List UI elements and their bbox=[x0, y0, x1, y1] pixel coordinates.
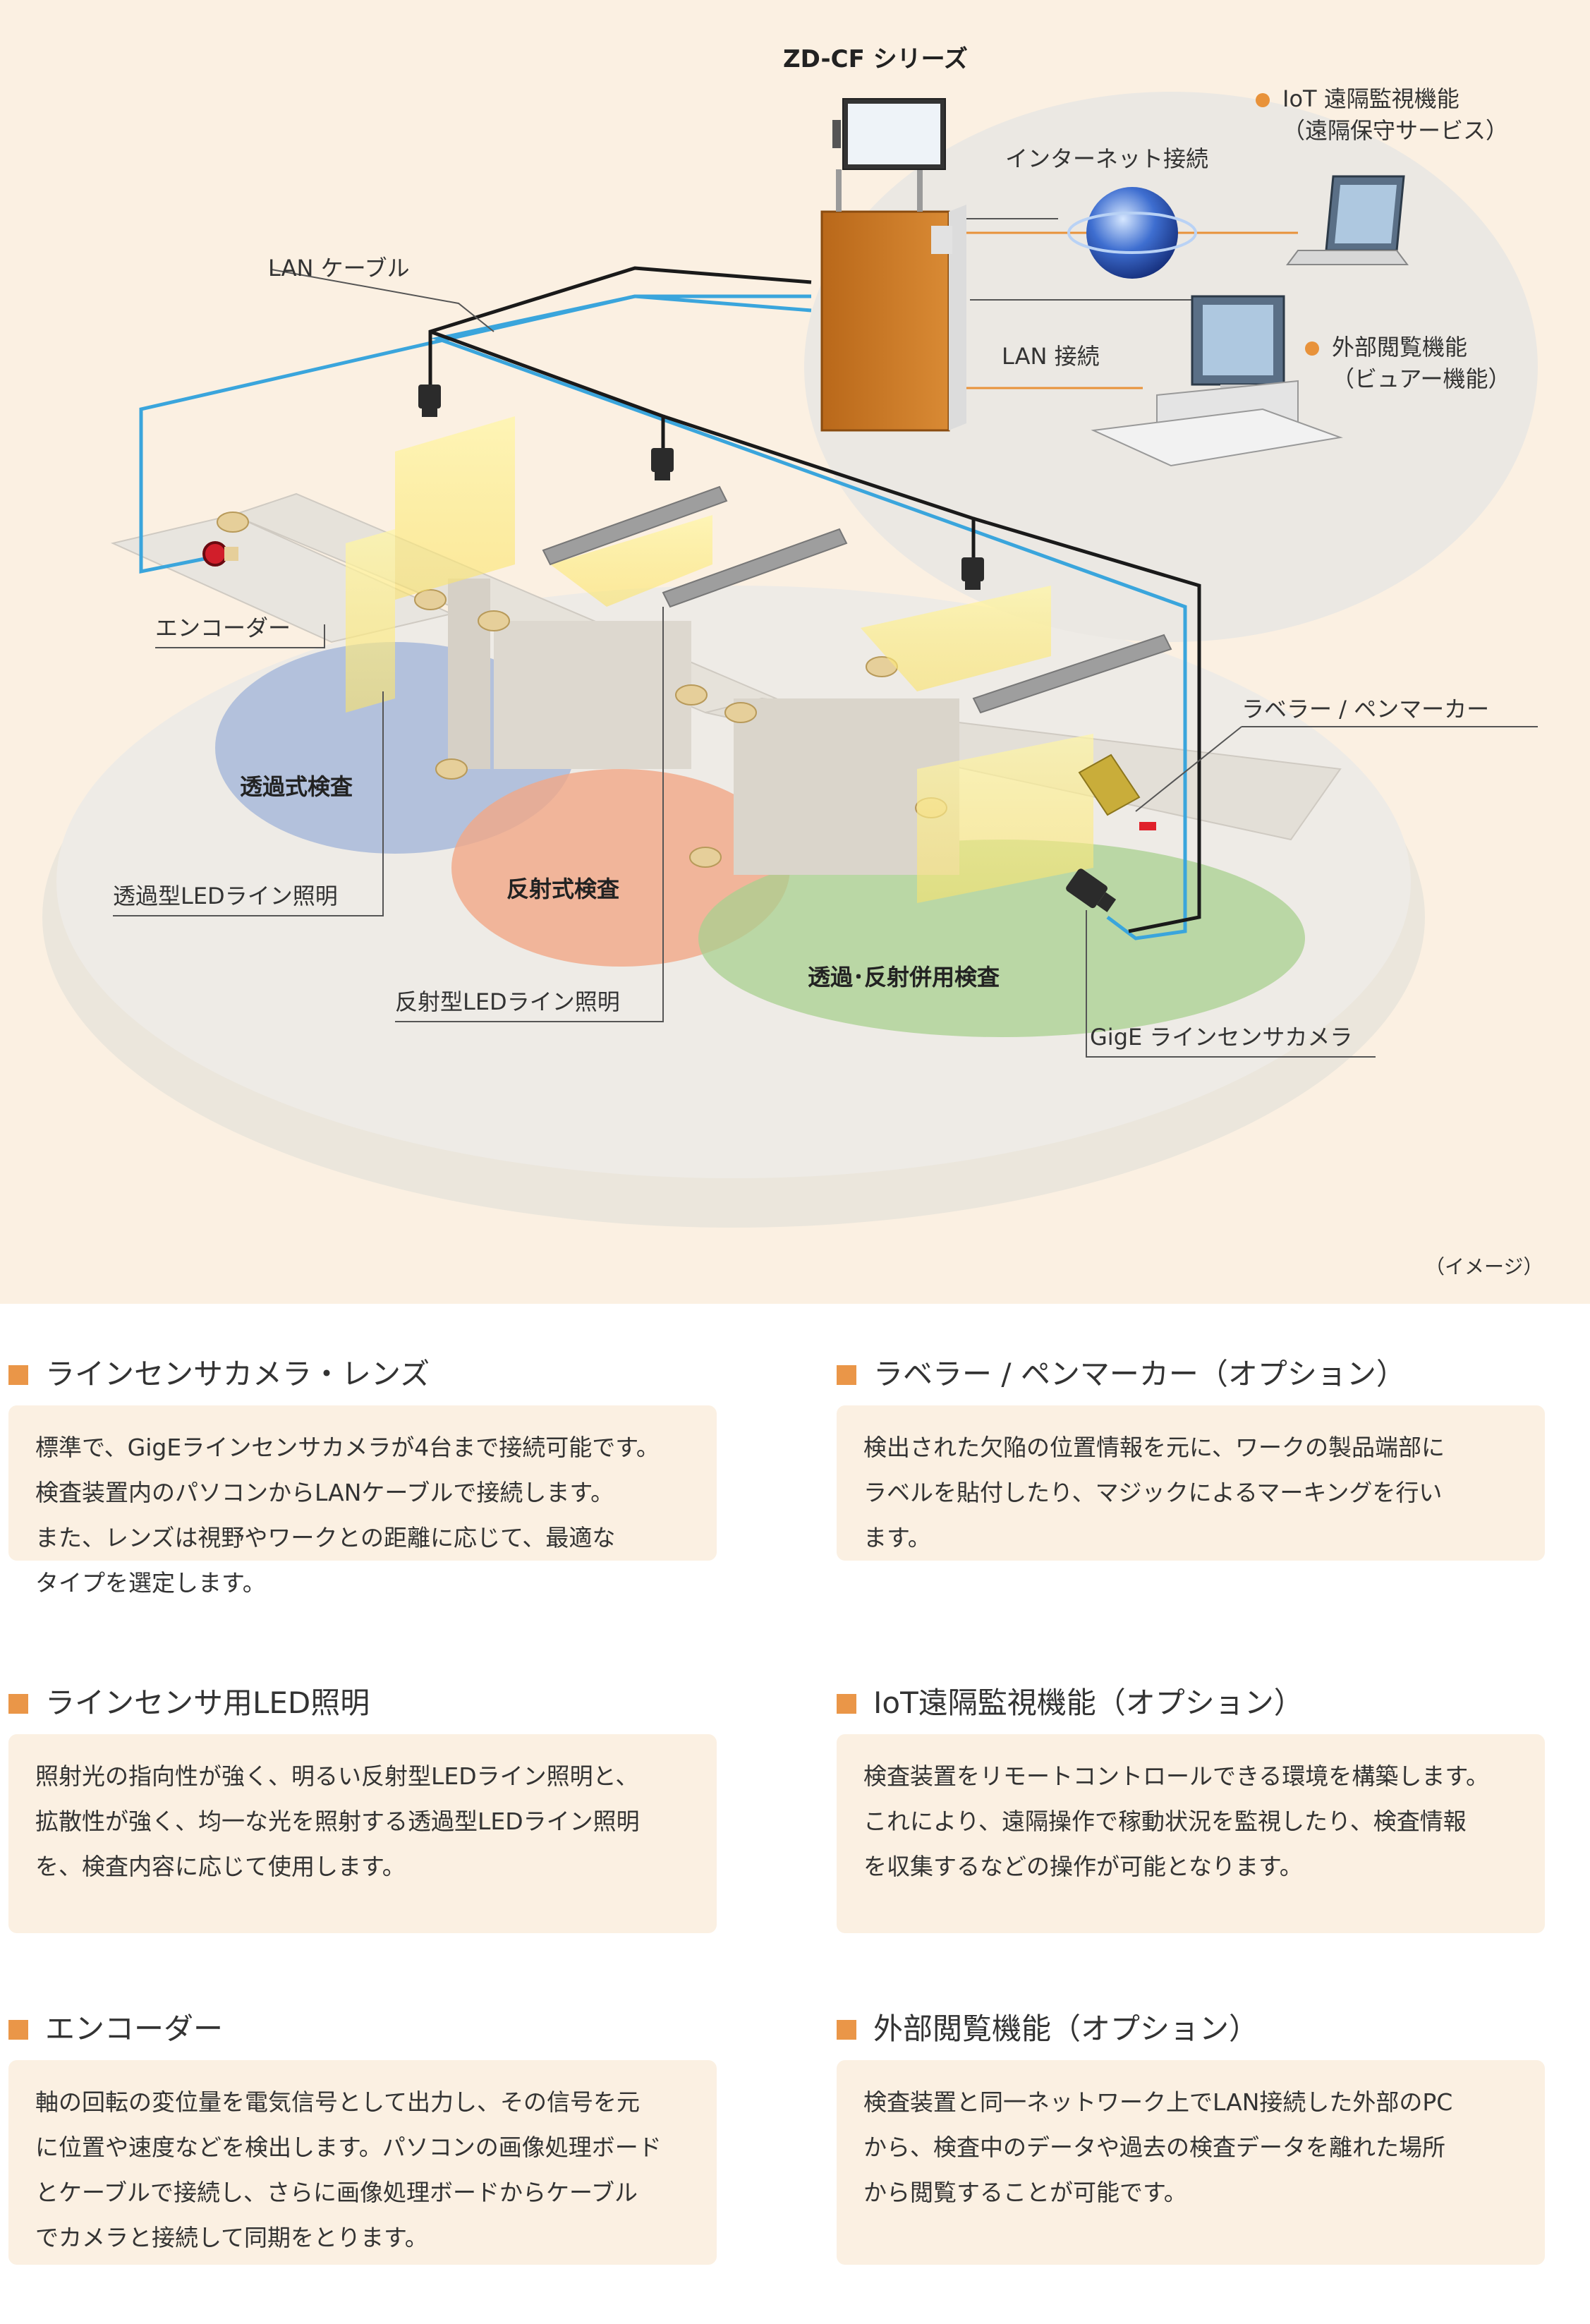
transmissive-inspection-label: 透過式検査 bbox=[240, 773, 353, 800]
combined-inspection-label: 透過･反射併用検査 bbox=[808, 964, 1000, 991]
external-view-line2: （ビュアー機能） bbox=[1332, 365, 1511, 392]
square-bullet-icon bbox=[837, 2020, 856, 2040]
reflective-led-label: 反射型LEDライン照明 bbox=[395, 988, 620, 1015]
section-line: から閲覧することが可能です。 bbox=[863, 2179, 1187, 2206]
section-labeler: ラベラー / ペンマーカー（オプション） 検出された欠陥の位置情報を元に、ワーク… bbox=[837, 1353, 1545, 1561]
internet-globe bbox=[1067, 187, 1197, 279]
encoder-label: エンコーダー bbox=[155, 615, 291, 641]
square-bullet-icon bbox=[8, 1694, 28, 1714]
section-body: 検査装置と同一ネットワーク上でLAN接続した外部のPC から、検査中のデータや過… bbox=[837, 2060, 1545, 2265]
section-body: 標準で、GigEラインセンサカメラが4台まで接続可能です。 検査装置内のパソコン… bbox=[8, 1405, 717, 1597]
section-title: 外部閲覧機能（オプション） bbox=[873, 2011, 1259, 2046]
led-beam-3 bbox=[861, 586, 1051, 691]
section-line: 軸の回転の変位量を電気信号として出力し、その信号を元 bbox=[35, 2088, 641, 2116]
section-heading: IoT遠隔監視機能（オプション） bbox=[837, 1682, 1545, 1724]
section-body: 軸の回転の変位量を電気信号として出力し、その信号を元 に位置や速度などを検出しま… bbox=[8, 2060, 717, 2265]
internet-label: インターネット接続 bbox=[1005, 145, 1209, 172]
section-line: に位置や速度などを検出します。パソコンの画像処理ボード bbox=[35, 2134, 662, 2161]
laptop-icon bbox=[1286, 175, 1409, 265]
transmissive-led-label: 透過型LEDライン照明 bbox=[113, 883, 338, 909]
led-beam-4 bbox=[917, 734, 1093, 903]
labeler-label: ラベラー / ペンマーカー bbox=[1242, 696, 1490, 722]
loop-panel-2 bbox=[494, 621, 691, 769]
led-beam-1 bbox=[395, 416, 515, 600]
bullet-dot-icon bbox=[1305, 341, 1319, 356]
lan-cables-blue bbox=[139, 294, 1187, 940]
section-heading: 外部閲覧機能（オプション） bbox=[837, 2008, 1545, 2050]
iot-label-line2: （遠隔保守サービス） bbox=[1282, 117, 1509, 144]
lan-cable-label: LAN ケーブル bbox=[268, 255, 410, 282]
encoder-body bbox=[224, 547, 238, 561]
section-encoder: エンコーダー 軸の回転の変位量を電気信号として出力し、その信号を元 に位置や速度… bbox=[8, 2008, 717, 2265]
image-note: （イメージ） bbox=[1425, 1255, 1543, 1278]
section-title: エンコーダー bbox=[45, 2011, 224, 2046]
section-line: 検査装置をリモートコントロールできる環境を構築します。 bbox=[863, 1762, 1490, 1790]
section-line: でカメラと接続して同期をとります。 bbox=[35, 2224, 428, 2251]
section-iot: IoT遠隔監視機能（オプション） 検査装置をリモートコントロールできる環境を構築… bbox=[837, 1682, 1545, 1933]
square-bullet-icon bbox=[837, 1365, 856, 1385]
encoder bbox=[202, 541, 228, 567]
section-line: 照射光の指向性が強く、明るい反射型LEDライン照明と、 bbox=[35, 1762, 639, 1790]
diagram-illustration bbox=[42, 92, 1538, 1228]
section-line: ます。 bbox=[863, 1524, 931, 1551]
iot-label: IoT 遠隔監視機能 bbox=[1256, 85, 1459, 114]
led-beam-2 bbox=[550, 515, 712, 607]
reflective-led-bars bbox=[542, 485, 1172, 714]
system-diagram: ZD-CF シリーズ IoT 遠隔監視機能 （遠隔保守サービス） インターネット… bbox=[0, 0, 1590, 1304]
square-bullet-icon bbox=[8, 2020, 28, 2040]
section-body: 検査装置をリモートコントロールできる環境を構築します。 これにより、遠隔操作で稼… bbox=[837, 1734, 1545, 1933]
labeler bbox=[1078, 754, 1141, 816]
external-view-line1: 外部閲覧機能 bbox=[1332, 334, 1468, 361]
section-body: 照射光の指向性が強く、明るい反射型LEDライン照明と、 拡散性が強く、均一な光を… bbox=[8, 1734, 717, 1933]
section-line: を収集するなどの操作が可能となります。 bbox=[863, 1853, 1303, 1880]
section-line: を、検査内容に応じて使用します。 bbox=[35, 1853, 406, 1880]
led-beam-1-vertical bbox=[346, 529, 395, 713]
section-line: これにより、遠隔操作で稼動状況を監視したり、検査情報 bbox=[863, 1808, 1467, 1835]
section-heading: ラインセンサ用LED照明 bbox=[8, 1682, 717, 1724]
section-title: ラベラー / ペンマーカー（オプション） bbox=[873, 1357, 1406, 1391]
external-view-label: 外部閲覧機能 bbox=[1305, 333, 1467, 363]
reflective-inspection-label: 反射式検査 bbox=[506, 876, 620, 902]
section-title: IoT遠隔監視機能（オプション） bbox=[873, 1685, 1304, 1720]
section-title: ラインセンサ用LED照明 bbox=[45, 1685, 370, 1720]
rollers bbox=[217, 512, 947, 868]
section-heading: エンコーダー bbox=[8, 2008, 717, 2050]
pen-marker-mark bbox=[1139, 822, 1156, 830]
section-line: 標準で、GigEラインセンサカメラが4台まで接続可能です。 bbox=[35, 1434, 660, 1461]
square-bullet-icon bbox=[8, 1365, 28, 1385]
section-line: とケーブルで接続し、さらに画像処理ボードからケーブル bbox=[35, 2179, 638, 2206]
section-line: また、レンズは視野やワークとの距離に応じて、最適な bbox=[35, 1524, 616, 1551]
camera-2 bbox=[651, 448, 674, 480]
camera-4 bbox=[1066, 869, 1117, 912]
section-heading: ラインセンサカメラ・レンズ bbox=[8, 1353, 717, 1396]
section-external-view: 外部閲覧機能（オプション） 検査装置と同一ネットワーク上でLAN接続した外部のP… bbox=[837, 2008, 1545, 2265]
section-led-lighting: ラインセンサ用LED照明 照射光の指向性が強く、明るい反射型LEDライン照明と、… bbox=[8, 1682, 717, 1933]
camera-3 bbox=[961, 557, 984, 590]
camera-cables-black bbox=[428, 266, 1201, 933]
product-title: ZD-CF シリーズ bbox=[783, 45, 968, 73]
section-line: 検査装置内のパソコンからLANケーブルで接続します。 bbox=[35, 1479, 614, 1506]
camera-label: GigE ラインセンサカメラ bbox=[1090, 1024, 1353, 1051]
camera-1 bbox=[418, 385, 441, 417]
leader-lines bbox=[113, 218, 1538, 1058]
bullet-dot-icon bbox=[1256, 93, 1270, 107]
section-line: ラベルを貼付したり、マジックによるマーキングを行い bbox=[863, 1479, 1443, 1506]
section-camera-lens: ラインセンサカメラ・レンズ 標準で、GigEラインセンサカメラが4台まで接続可能… bbox=[8, 1353, 717, 1597]
monitor-icon bbox=[832, 98, 946, 170]
viewer-pc-icon bbox=[1091, 295, 1343, 467]
inspection-cabinet bbox=[820, 169, 966, 432]
section-line: から、検査中のデータや過去の検査データを離れた場所 bbox=[863, 2134, 1445, 2161]
section-body: 検出された欠陥の位置情報を元に、ワークの製品端部に ラベルを貼付したり、マジック… bbox=[837, 1405, 1545, 1561]
section-line: 検査装置と同一ネットワーク上でLAN接続した外部のPC bbox=[863, 2088, 1453, 2116]
section-line: 検出された欠陥の位置情報を元に、ワークの製品端部に bbox=[863, 1434, 1445, 1461]
combined-zone bbox=[698, 840, 1305, 1037]
loop-panel-1 bbox=[448, 579, 490, 769]
section-line: 拡散性が強く、均一な光を照射する透過型LEDライン照明 bbox=[35, 1808, 640, 1835]
section-heading: ラベラー / ペンマーカー（オプション） bbox=[837, 1353, 1545, 1396]
section-title: ラインセンサカメラ・レンズ bbox=[45, 1357, 430, 1391]
section-line: タイプを選定します。 bbox=[35, 1569, 266, 1597]
iot-label-line1: IoT 遠隔監視機能 bbox=[1282, 85, 1459, 112]
square-bullet-icon bbox=[837, 1694, 856, 1714]
lan-connection-label: LAN 接続 bbox=[1002, 343, 1100, 370]
